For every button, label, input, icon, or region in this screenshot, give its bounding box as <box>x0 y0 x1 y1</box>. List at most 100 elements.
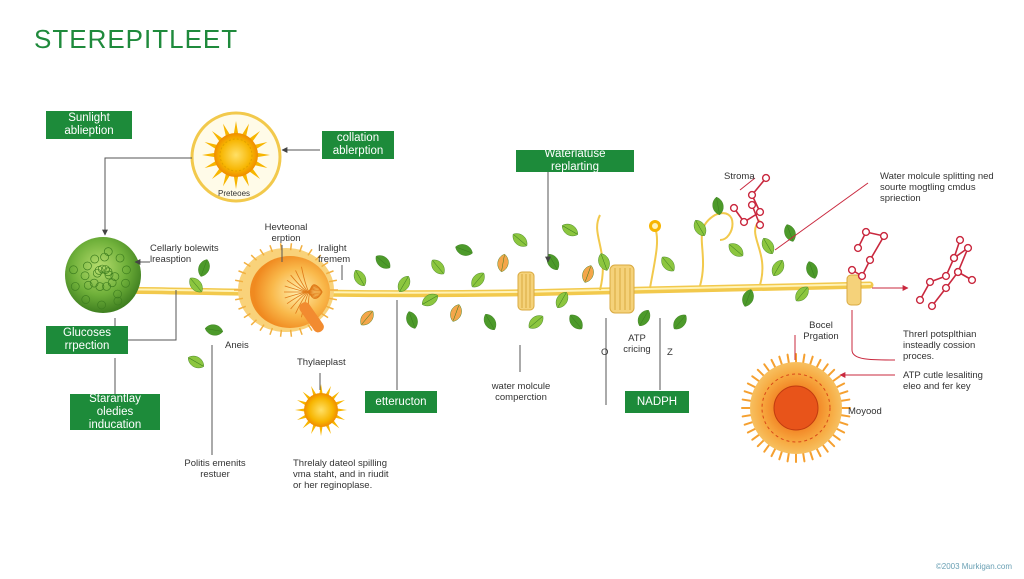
leaf-vein <box>399 276 409 292</box>
leaf <box>512 233 528 247</box>
molecule-atom <box>967 275 977 285</box>
molecule-atom <box>941 283 951 293</box>
molecule-atom <box>847 265 857 275</box>
flower-spike <box>307 324 313 332</box>
flower-spike <box>234 297 244 301</box>
leaf <box>784 224 796 242</box>
atp-cutle-label: ATP cutle lesaliting eleo and fer key <box>903 370 983 392</box>
flower-spike <box>250 319 258 326</box>
sun-ray <box>295 408 307 412</box>
starantlay-label: Starantlay oledies inducation <box>88 392 142 431</box>
sun-ray <box>204 160 219 169</box>
ettercton-label: etteructon <box>375 395 427 408</box>
molecule-atom <box>747 200 757 210</box>
chloroplast-cell <box>81 295 91 304</box>
flower-spike <box>328 297 338 301</box>
sunlight-absorption-box: Sunlight ablieption <box>46 111 132 139</box>
chloroplast-cell <box>95 282 105 291</box>
leaf-vein <box>456 247 472 253</box>
chloroplast-cell <box>97 300 106 310</box>
leaf <box>450 304 462 322</box>
leaf <box>637 310 651 326</box>
leaf <box>661 256 675 272</box>
leaf-vein <box>601 254 607 270</box>
leaves <box>188 196 818 369</box>
thylaplast-label: Thylaeplast <box>297 357 346 368</box>
sun-chloroplast-circle <box>190 111 282 203</box>
chloroplast-cell <box>94 266 104 275</box>
leaf-vein <box>745 290 751 306</box>
stroma-label: Stroma <box>724 171 755 182</box>
flower-vein <box>286 288 323 305</box>
small-sun <box>295 384 347 436</box>
chloroplast-cell <box>107 278 117 288</box>
main-stem-highlight <box>109 283 871 294</box>
leaf <box>198 259 210 277</box>
leaf-vein <box>674 315 686 329</box>
sun-ray <box>319 384 323 396</box>
thrally-label: Threlaly dateol spilling vma staht, and … <box>293 458 389 491</box>
molecule-atom <box>941 271 951 281</box>
flower-spike <box>279 329 283 337</box>
flower-spike <box>289 329 293 337</box>
leaf <box>375 255 391 269</box>
sun-ray <box>233 174 239 189</box>
leaf-vein <box>557 292 567 308</box>
sunlight-absorption-label: Sunlight ablieption <box>64 112 114 137</box>
orange-cell <box>741 353 851 463</box>
tendril <box>596 214 604 291</box>
chloroplast-cell <box>122 265 131 275</box>
flower-spike <box>325 305 334 310</box>
sun-ray <box>255 152 270 158</box>
sun-ray <box>222 123 231 138</box>
flower-vein <box>284 290 323 299</box>
chloroplast-cell <box>121 278 130 288</box>
flower-spike <box>298 245 303 253</box>
chloroplast-cell <box>90 254 100 264</box>
molecule-atom <box>739 217 749 227</box>
tendril <box>754 219 764 286</box>
chloroplast-cell <box>92 268 102 278</box>
collation-absorption-box: collation ablerption <box>322 131 394 159</box>
leaf <box>742 289 754 307</box>
molecule-atom <box>755 220 765 230</box>
flower-spike <box>238 305 247 310</box>
molecule-atom <box>853 243 863 253</box>
nadph-label: NADPH <box>636 395 678 408</box>
molecule-atom <box>761 173 771 183</box>
collation-absorption-label: collation ablerption <box>332 132 384 157</box>
leaf-vein <box>716 198 720 214</box>
tendril <box>649 227 659 289</box>
leaf-vein <box>355 270 365 286</box>
molecule-atom <box>955 235 965 245</box>
chloroplast-cell <box>113 296 123 306</box>
leaf <box>204 324 224 336</box>
leaf-vein <box>729 244 743 256</box>
leaf <box>189 277 203 293</box>
chloroplast-cell <box>83 261 92 271</box>
leaf-vein <box>190 278 202 292</box>
threrl-label: Threrl potsplthian insteadly cossion pro… <box>903 329 977 362</box>
sun-ray <box>241 123 250 138</box>
flower-spike <box>314 254 322 261</box>
sun-ray <box>204 141 219 150</box>
leaf <box>562 223 578 237</box>
tendril <box>699 212 734 287</box>
sun-ray <box>253 141 268 150</box>
leaf-vein <box>432 260 444 274</box>
leaf-vein <box>485 314 495 330</box>
red-connector-lines <box>739 177 909 378</box>
waterlatuse-label: Waterlatuse replarting <box>544 148 606 173</box>
chloroplast-cell <box>113 289 122 299</box>
leaf-vein <box>662 257 674 271</box>
leaf-vein <box>376 256 390 268</box>
flower-spike <box>328 279 338 283</box>
chloroplast-cell <box>104 270 114 280</box>
leaf <box>728 243 744 257</box>
leaf <box>483 314 497 330</box>
leaf <box>406 311 418 329</box>
leaf-vein <box>206 328 222 332</box>
sun-ray <box>202 152 217 158</box>
